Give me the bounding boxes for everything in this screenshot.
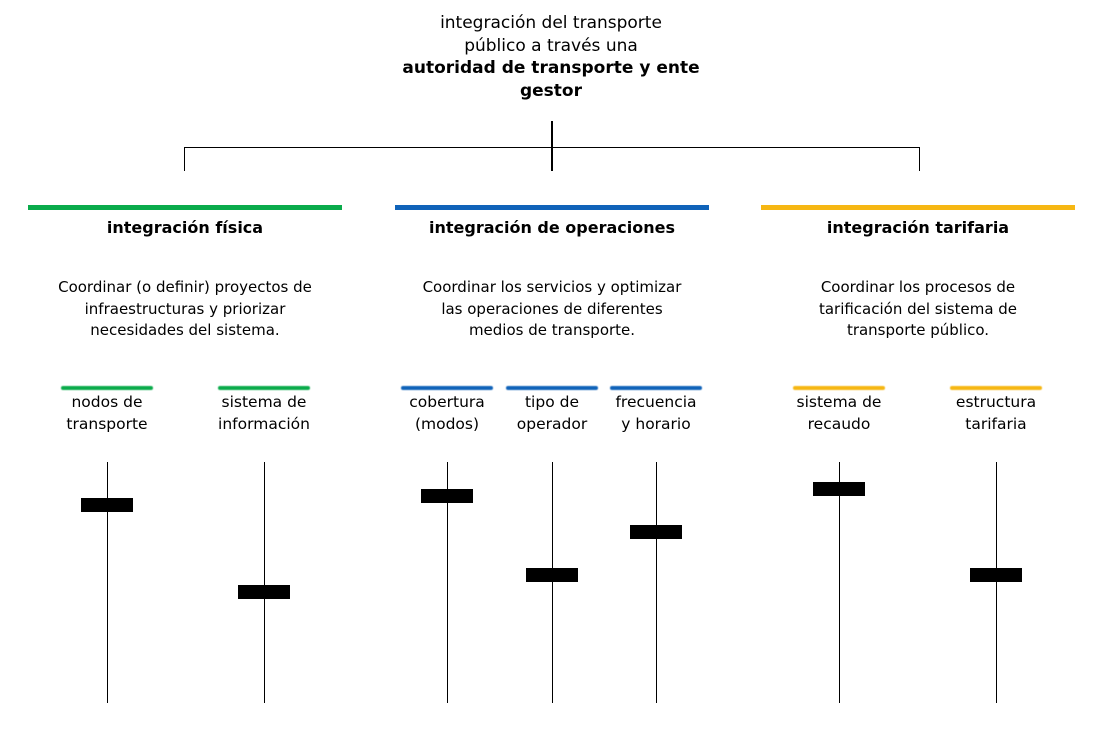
sub-item-bar <box>793 386 885 390</box>
slider-track <box>656 462 657 703</box>
sub-item-label: nodos de transporte <box>42 392 172 435</box>
title-line-2: público a través una <box>464 35 638 56</box>
desc-line: transporte público. <box>846 321 990 339</box>
connector-horizontal <box>184 147 920 148</box>
sub-item-label-line: sistema de <box>221 393 307 411</box>
desc-line: medios de transporte. <box>468 321 636 339</box>
pillar-heading-fare: integración tarifaria <box>826 218 1010 237</box>
sub-item-bar <box>950 386 1042 390</box>
sub-item-label-line: transporte <box>66 414 148 433</box>
desc-line: Coordinar los servicios y optimizar <box>422 278 682 296</box>
slider-thumb[interactable] <box>238 585 290 600</box>
desc-line: tarificación del sistema de <box>818 299 1018 318</box>
slider-thumb[interactable] <box>526 568 578 583</box>
slider-thumb[interactable] <box>630 524 682 539</box>
sub-item-label: sistema de información <box>199 392 329 435</box>
desc-line: necesidades del sistema. <box>90 321 280 339</box>
sub-item-bar <box>401 386 493 390</box>
sub-item-label-line: nodos de <box>71 393 143 411</box>
pillar-desc-operations: Coordinar los servicios y optimizar las … <box>395 277 709 342</box>
pillar-bar-fare <box>761 205 1075 210</box>
sub-item-label-line: estructura <box>955 393 1037 411</box>
diagram-title: integración del transporte público a tra… <box>390 12 712 102</box>
desc-line: Coordinar (o definir) proyectos de <box>58 278 312 296</box>
connector-drop-left <box>184 147 185 171</box>
sub-item-label-line: frecuencia <box>615 393 697 411</box>
sub-item-label-line: sistema de <box>796 393 882 411</box>
pillar-heading-physical: integración física <box>106 218 264 237</box>
slider-track <box>552 462 553 703</box>
sub-item-label: tipo de operador <box>487 392 617 435</box>
slider-track <box>996 462 997 703</box>
slider-track <box>264 462 265 703</box>
sub-item-label-line: operador <box>516 414 588 433</box>
slider-track <box>839 462 840 703</box>
pillar-heading-operations: integración de operaciones <box>428 218 676 237</box>
slider-track <box>107 462 108 703</box>
desc-line: las operaciones de diferentes <box>441 299 663 318</box>
title-bold-1: autoridad de transporte y ente <box>402 58 700 78</box>
connector-stem <box>551 121 553 171</box>
title-line-1: integración del transporte <box>440 13 662 33</box>
title-bold-2: gestor <box>519 80 582 101</box>
slider-thumb[interactable] <box>970 568 1022 583</box>
sub-item-label-line: información <box>218 414 310 433</box>
slider-thumb[interactable] <box>421 488 473 503</box>
sub-item-label: sistema de recaudo <box>774 392 904 435</box>
sub-item-bar <box>506 386 598 390</box>
desc-line: Coordinar los procesos de <box>820 278 1016 296</box>
sub-item-label-line: tarifaria <box>965 414 1027 433</box>
pillar-desc-fare: Coordinar los procesos de tarificación d… <box>761 277 1075 342</box>
slider-thumb[interactable] <box>813 481 865 496</box>
sub-item-bar <box>610 386 702 390</box>
sub-item-bar <box>218 386 310 390</box>
sub-item-label: cobertura (modos) <box>382 392 512 435</box>
sub-item-label: frecuencia y horario <box>591 392 721 435</box>
slider-thumb[interactable] <box>81 498 133 513</box>
desc-line: infraestructuras y priorizar <box>84 299 286 318</box>
sub-item-label-line: (modos) <box>414 414 480 433</box>
slider-track <box>447 462 448 703</box>
pillar-desc-physical: Coordinar (o definir) proyectos de infra… <box>28 277 342 342</box>
sub-item-bar <box>61 386 153 390</box>
sub-item-label-line: tipo de <box>524 393 579 411</box>
sub-item-label-line: cobertura <box>409 393 485 411</box>
pillar-bar-physical <box>28 205 342 210</box>
sub-item-label-line: y horario <box>621 414 691 433</box>
connector-drop-right <box>919 147 920 171</box>
sub-item-label-line: recaudo <box>807 414 871 433</box>
sub-item-label: estructura tarifaria <box>931 392 1061 435</box>
pillar-bar-operations <box>395 205 709 210</box>
